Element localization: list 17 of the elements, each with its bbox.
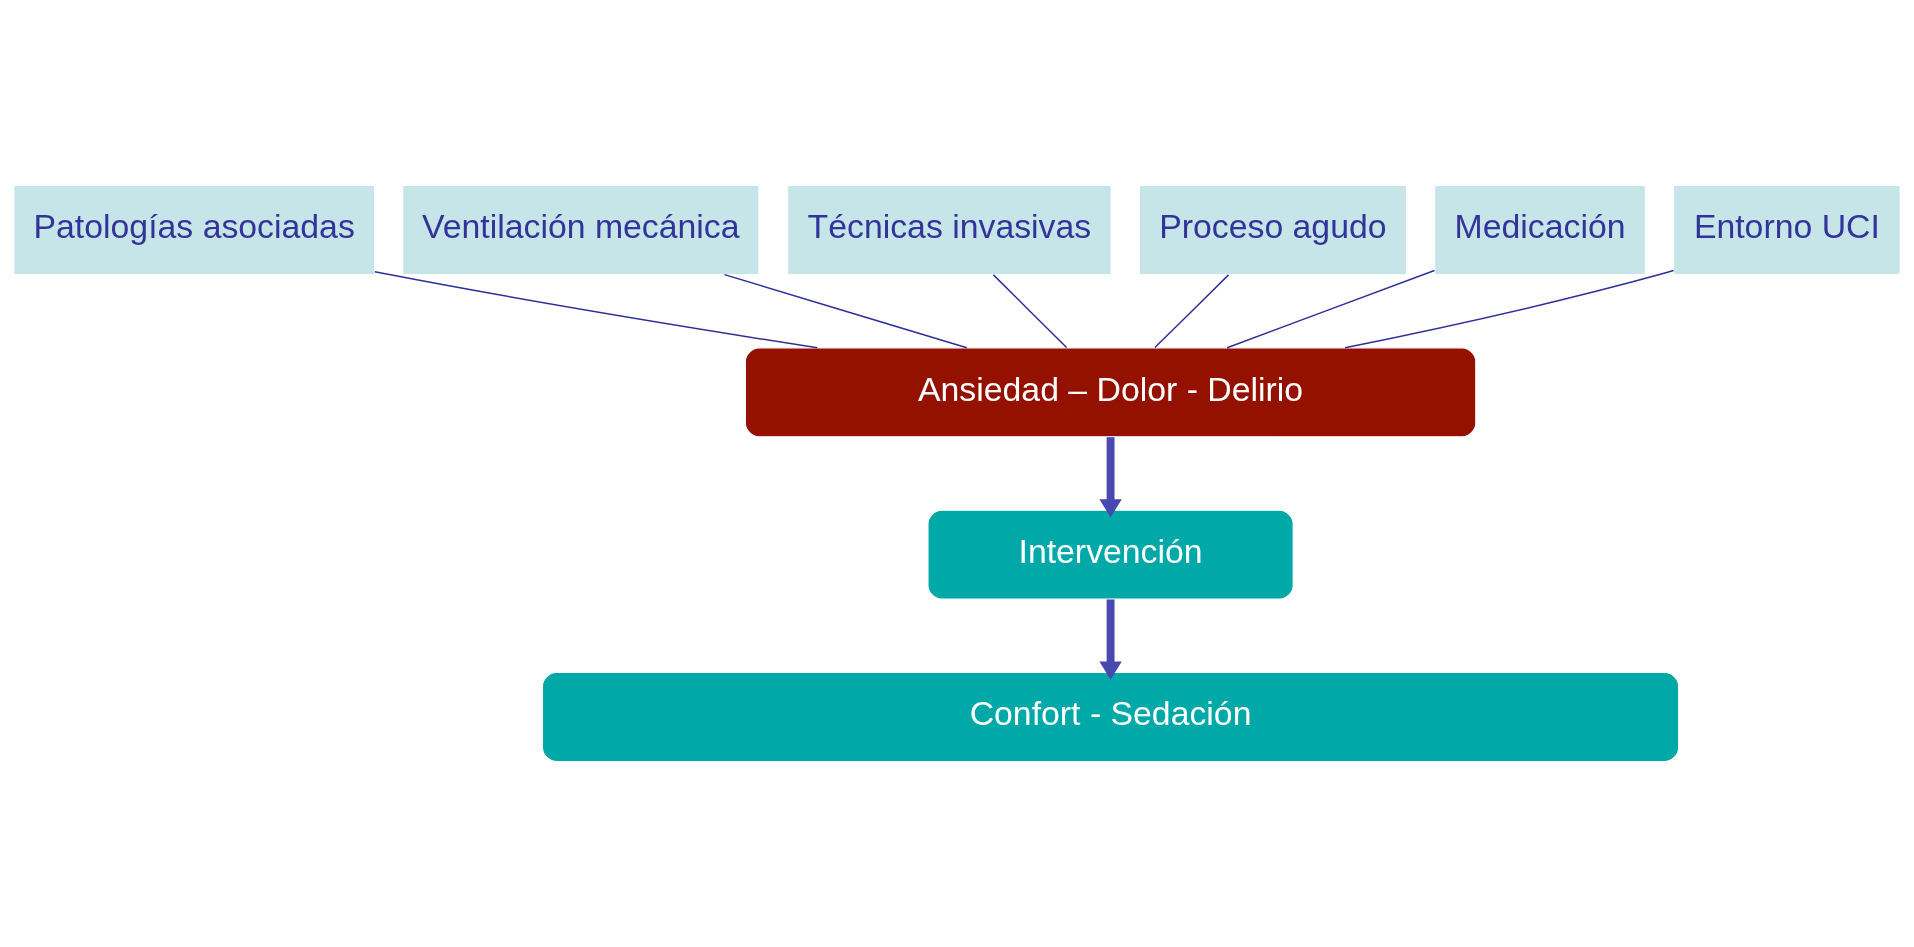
connector — [1154, 274, 1230, 349]
connector — [723, 273, 968, 349]
connector — [1344, 269, 1675, 349]
node-box: Intervención — [927, 509, 1294, 600]
node-box: Técnicas invasivas — [787, 184, 1112, 276]
connector — [1226, 269, 1436, 349]
node-box: Ventilación mecánica — [402, 184, 760, 276]
node-box: Confort - Sedación — [541, 671, 1680, 763]
node-box: Proceso agudo — [1138, 184, 1408, 276]
node-box: Entorno UCI — [1673, 184, 1901, 276]
connector — [374, 271, 818, 349]
node-box: Patologías asociadas — [13, 184, 376, 276]
arrow — [1099, 599, 1122, 680]
connector — [992, 274, 1068, 349]
arrow — [1099, 437, 1122, 518]
node-box: Medicación — [1434, 184, 1646, 276]
node-box: Ansiedad – Dolor - Delirio — [744, 347, 1477, 438]
